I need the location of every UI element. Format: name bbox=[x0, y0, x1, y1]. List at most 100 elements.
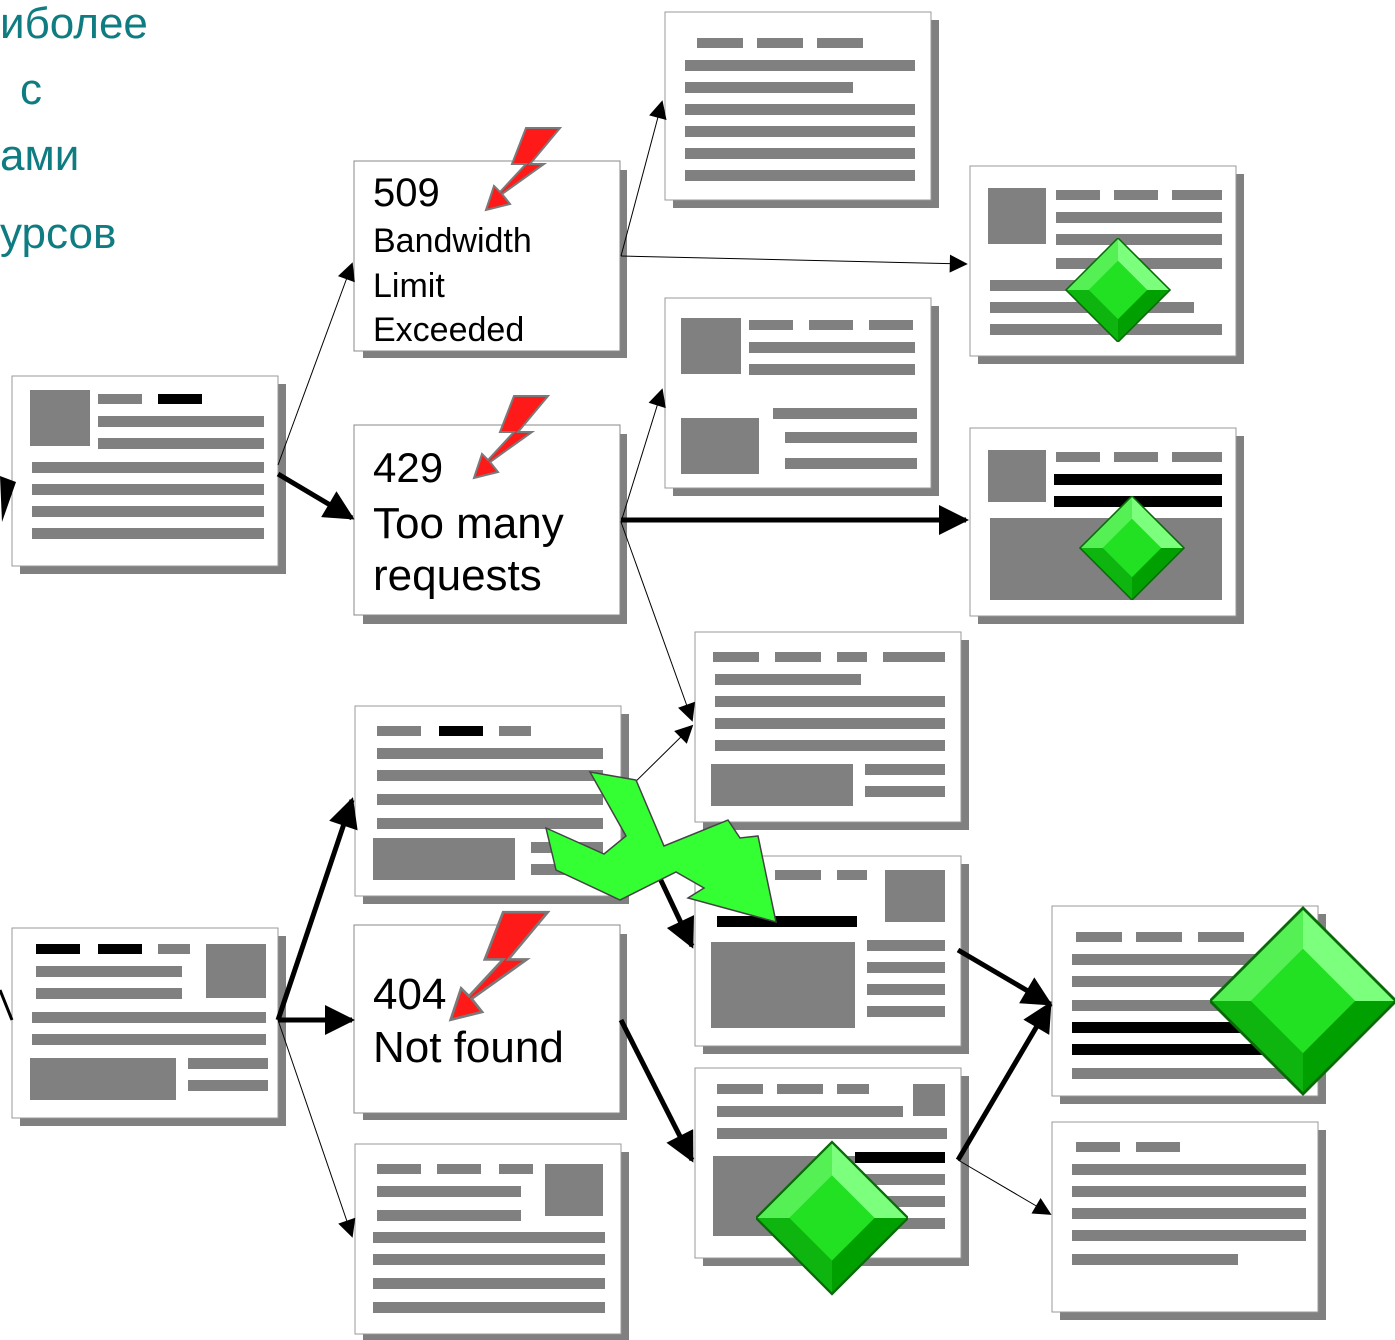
card-text-bar bbox=[775, 870, 821, 880]
card-text-bar bbox=[1072, 1164, 1306, 1175]
card-text-bar bbox=[98, 394, 142, 404]
card-text-bar bbox=[697, 38, 743, 48]
arrow-to-429 bbox=[276, 471, 355, 521]
card-text-bar bbox=[32, 462, 264, 473]
card-text-bar bbox=[373, 1254, 605, 1265]
page-cards bbox=[11, 11, 1326, 1340]
card-image-block bbox=[711, 764, 853, 806]
card-text-bar bbox=[717, 916, 857, 927]
card-text-bar bbox=[377, 770, 603, 781]
card-text-bar bbox=[785, 458, 917, 469]
arrow-429-down bbox=[620, 521, 696, 722]
page-card-top bbox=[664, 11, 939, 208]
card-image-block bbox=[30, 1058, 176, 1100]
card-image-block bbox=[988, 188, 1046, 244]
card-text-bar bbox=[32, 1034, 266, 1045]
card-text-bar bbox=[855, 1152, 945, 1163]
error-msg-429-line-1: Too many bbox=[373, 499, 564, 548]
card-text-bar bbox=[377, 794, 603, 805]
card-text-bar bbox=[749, 320, 793, 330]
card-text-bar bbox=[373, 1278, 605, 1289]
card-text-bar bbox=[715, 696, 945, 707]
card-image-block bbox=[545, 1164, 603, 1216]
card-text-bar bbox=[36, 988, 182, 999]
card-image-block bbox=[206, 944, 266, 998]
card-text-bar bbox=[1136, 932, 1182, 942]
card-text-bar bbox=[377, 726, 421, 736]
card-text-bar bbox=[32, 1012, 266, 1023]
page-card-mid bbox=[664, 297, 939, 496]
error-msg-509-line-3: Exceeded bbox=[373, 311, 524, 349]
card-text-bar bbox=[377, 1164, 421, 1174]
card-image-block bbox=[681, 318, 741, 374]
card-text-bar bbox=[865, 764, 945, 775]
card-text-bar bbox=[837, 1084, 869, 1094]
card-text-bar bbox=[1072, 1186, 1306, 1197]
card-text-bar bbox=[817, 38, 863, 48]
arrow-509-right bbox=[620, 254, 968, 273]
card-text-bar bbox=[1114, 452, 1158, 462]
card-text-bar bbox=[855, 1196, 945, 1207]
card-text-bar bbox=[990, 280, 1080, 291]
card-text-bar bbox=[1072, 1044, 1304, 1055]
card-text-bar bbox=[158, 944, 190, 954]
arrow-to-509 bbox=[277, 262, 355, 466]
card-text-bar bbox=[188, 1080, 268, 1091]
card-text-bar bbox=[715, 718, 945, 729]
card-text-bar bbox=[869, 320, 913, 330]
card-text-bar bbox=[867, 984, 945, 995]
error-msg-509-line-1: Bandwidth bbox=[373, 222, 532, 260]
card-text-bar bbox=[785, 432, 917, 443]
card-text-bar bbox=[1072, 1254, 1238, 1265]
card-text-bar bbox=[867, 940, 945, 951]
card-text-bar bbox=[1198, 932, 1244, 942]
card-text-bar bbox=[757, 38, 803, 48]
card-text-bar bbox=[188, 1058, 268, 1069]
error-msg-429-line-2: requests bbox=[373, 551, 542, 600]
card-image-block bbox=[681, 418, 759, 474]
card-text-bar bbox=[1072, 954, 1304, 965]
arrow-509-top bbox=[620, 100, 667, 257]
card-text-bar bbox=[1172, 190, 1222, 200]
card-image-block bbox=[30, 390, 90, 446]
card-image-block bbox=[373, 838, 515, 880]
card-text-bar bbox=[1056, 212, 1222, 223]
card-text-bar bbox=[1072, 1000, 1304, 1011]
card-text-bar bbox=[1072, 1022, 1304, 1033]
card-text-bar bbox=[377, 818, 603, 829]
card-text-bar bbox=[499, 726, 531, 736]
card-text-bar bbox=[715, 740, 945, 751]
title-line-1: иболее bbox=[0, 0, 148, 48]
page-card-left-2 bbox=[11, 927, 286, 1126]
card-text-bar bbox=[809, 320, 853, 330]
card-text-bar bbox=[499, 1164, 533, 1174]
card-text-bar bbox=[98, 416, 264, 427]
card-text-bar bbox=[717, 1084, 763, 1094]
card-text-bar bbox=[685, 148, 915, 159]
card-text-bar bbox=[1072, 1208, 1306, 1219]
card-text-bar bbox=[713, 652, 759, 662]
card-text-bar bbox=[685, 170, 915, 181]
card-text-bar bbox=[373, 1232, 605, 1243]
card-text-bar bbox=[32, 528, 264, 539]
page-card-left-1 bbox=[11, 375, 286, 574]
card-text-bar bbox=[1056, 190, 1100, 200]
card-text-bar bbox=[749, 364, 915, 375]
card-text-bar bbox=[158, 394, 202, 404]
card-text-bar bbox=[883, 652, 945, 662]
title-line-3: ами bbox=[0, 131, 79, 180]
card-text-bar bbox=[749, 342, 915, 353]
card-text-bar bbox=[1076, 1142, 1120, 1152]
card-text-bar bbox=[773, 408, 917, 419]
card-text-bar bbox=[837, 652, 867, 662]
arrow-left-partial-2 bbox=[0, 989, 14, 1021]
card-text-bar bbox=[837, 870, 867, 880]
slide-title: иболее с ами урсов bbox=[0, 0, 148, 258]
card-text-bar bbox=[685, 82, 853, 93]
card-text-bar bbox=[867, 1006, 945, 1017]
card-text-bar bbox=[1076, 932, 1122, 942]
card-text-bar bbox=[373, 1302, 605, 1313]
card-text-bar bbox=[98, 438, 264, 449]
card-text-bar bbox=[32, 484, 264, 495]
